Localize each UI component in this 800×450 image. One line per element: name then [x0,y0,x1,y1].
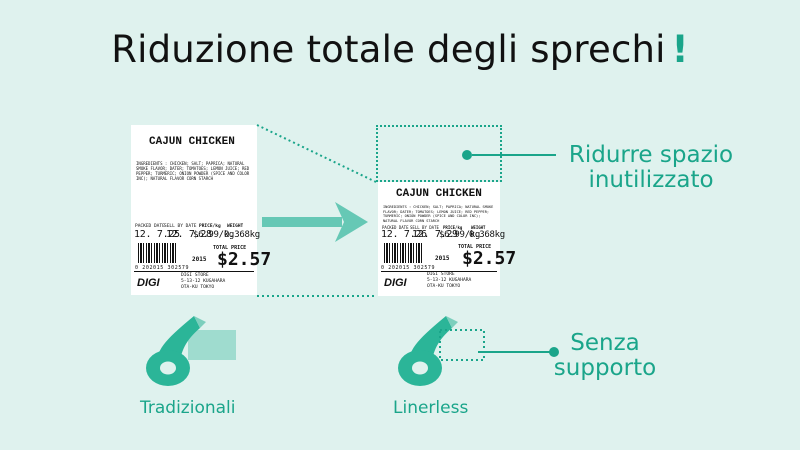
label-weight: 0.368kg [224,230,260,240]
label-total-price-label: TOTAL PRICE [458,244,492,250]
label-digi-logo: DIGI [137,277,160,289]
label-barcode-number: 0 202015 302579 [135,265,190,271]
label-barcode [138,243,176,263]
label-linerless: CAJUN CHICKEN INGREDIENTS : CHICKEN; SAL… [378,182,516,296]
label-ingredients: INGREDIENTS : CHICKEN; SALT; PAPRICA; NA… [383,205,494,223]
label-barcode [384,243,422,263]
title-exclamation: ! [671,28,689,71]
linerless-roll-icon [398,316,485,386]
label-sell-date: 12. 7.29 [412,229,458,240]
label-total-price-label: TOTAL PRICE [213,245,247,251]
roll-with-liner-icon [146,316,236,386]
label-year: 2015 [192,256,207,263]
label-packed-date: 12. 7.25 [134,229,180,240]
label-traditional: CAJUN CHICKEN INGREDIENTS : CHICKEN; SAL… [131,125,271,295]
callout-reduce-space: Ridurre spazio inutilizzato [568,142,734,193]
callout-top-line [462,150,556,160]
label-weight: 0.368kg [469,230,505,240]
label-header-sell: SELL BY DATE [164,224,197,229]
label-ingredients: INGREDIENTS : CHICKEN; SALT; PAPRICA; NA… [136,161,250,181]
caption-traditional: Tradizionali [140,398,236,418]
label-product-name: CAJUN CHICKEN [396,188,482,200]
label-header-price: PRICE/kg [199,224,221,229]
label-packed-date: 12. 7.26 [381,229,427,240]
label-divider [134,271,254,272]
label-store-address: DIGI STORE 5-13-12 KUGAHARA OTA-KU TOKYO [427,272,472,289]
label-total-price: $2.57 [462,248,517,269]
label-divider [381,271,497,272]
label-digi-logo: DIGI [384,277,407,289]
arrow-right-icon [262,202,368,242]
label-price-per-kg: $6.99/kg [193,230,234,240]
label-product-name: CAJUN CHICKEN [149,136,235,148]
saved-space-box [376,125,502,182]
label-header-sell: SELL BY DATE [410,225,439,230]
label-header-weight: WEIGHT [227,224,244,229]
label-sell-date: 12. 7.28 [166,229,212,240]
callout-bottom-line [478,347,559,357]
label-header-price: PRICE/kg [443,225,463,230]
label-header-weight: WEIGHT [471,225,486,230]
callout-linerless: Senza supporto [553,330,657,381]
label-barcode-number: 0 202015 302579 [381,265,436,271]
label-header-packed: PACKED DATE [135,224,165,229]
caption-linerless: Linerless [393,398,469,418]
page-title: Riduzione totale degli sprechi! [111,28,689,71]
label-header-packed: PACKED DATE [382,225,409,230]
label-year: 2015 [435,255,450,262]
label-total-price: $2.57 [217,249,272,270]
label-price-per-kg: $6.99/kg [439,230,480,240]
label-store-address: DIGI STORE 5-13-12 KUGAHARA OTA-KU TOKYO [181,273,226,290]
